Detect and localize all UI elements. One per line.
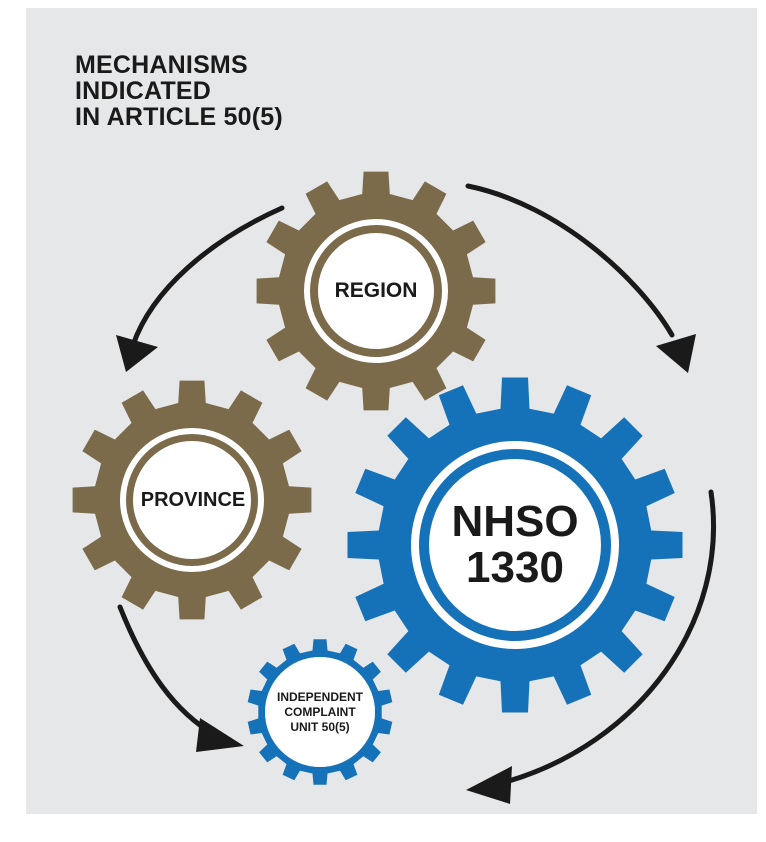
gear-hub-center [429,459,601,631]
complaint-unit-line-2: COMPLAINT [284,704,356,719]
nhso-label: NHSO 1330 [440,490,590,600]
gear-icon [72,380,312,620]
title-line-2: INDICATED [75,77,212,105]
arrow-province-to-complaint-unit [117,604,244,752]
complaint-unit-label: INDEPENDENT COMPLAINT UNIT 50(5) [262,682,378,742]
complaint-unit-line-1: INDEPENDENT [276,689,363,704]
arrowhead-icon [196,718,244,752]
province-label-text: PROVINCE [140,488,246,511]
gear-icon [347,377,683,713]
region-label-text: REGION [334,279,418,302]
arrow-region-to-nhso [465,183,696,373]
diagram-title: MECHANISMS INDICATED IN ARTICLE 50(5) [75,52,283,130]
arrowhead-icon [656,334,696,373]
gear-hub-center [265,657,375,767]
province-label: PROVINCE [128,470,258,530]
gear-icon [247,639,393,785]
gear-hub-center [133,441,251,559]
arrow-nhso-to-complaint-unit [466,489,717,804]
title-line-3: IN ARTICLE 50(5) [75,103,283,131]
arrow-region-to-province [116,205,285,372]
title-line-1: MECHANISMS [75,51,248,79]
nhso-label-line-2: 1330 [466,543,564,592]
gear-hub-center [318,233,434,349]
region-label: REGION [306,256,446,326]
gear-icon [256,171,496,411]
arrowhead-icon [466,766,512,804]
nhso-label-line-1: NHSO [451,497,579,546]
complaint-unit-line-3: UNIT 50(5) [290,719,350,734]
arrowhead-icon [116,335,158,372]
